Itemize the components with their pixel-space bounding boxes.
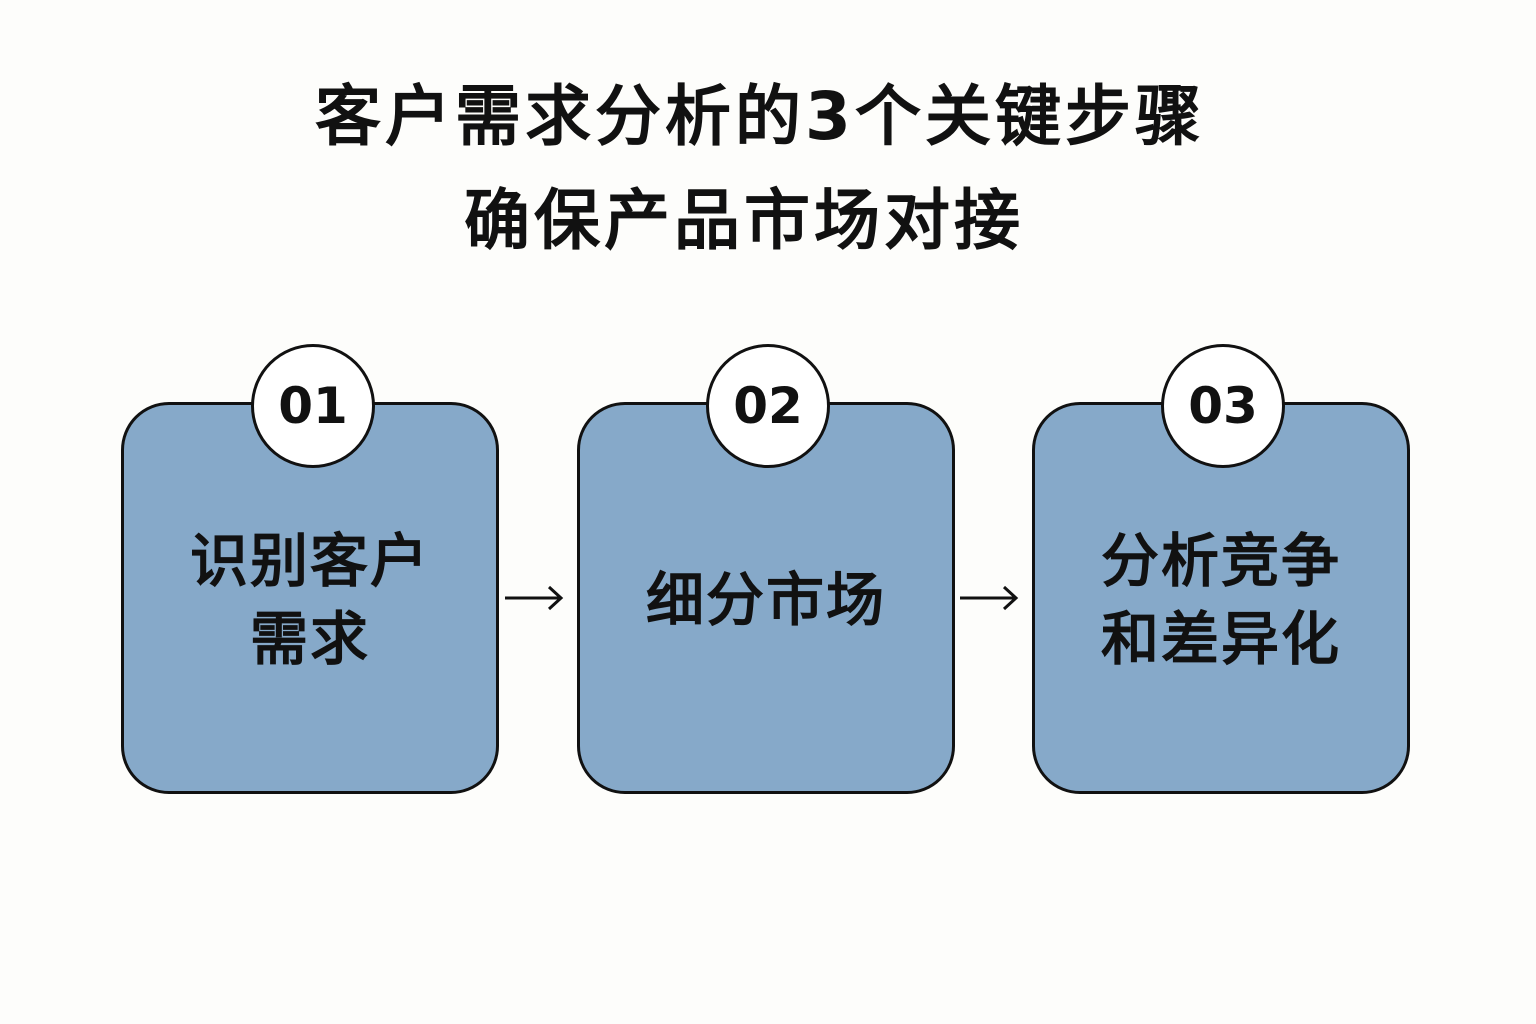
title-line-1: 客户需求分析的3个关键步骤 [315, 78, 1205, 155]
step-1-line-1: 识别客户 [189, 527, 430, 595]
step-2-label: 细分市场 [580, 405, 952, 791]
step-1-number-badge: 01 [251, 344, 375, 468]
step-3-line-1: 分析竞争 [1100, 527, 1341, 595]
step-3-label: 分析竞争和差异化 [1035, 405, 1407, 791]
step-3-number-badge: 03 [1161, 344, 1285, 468]
title-line-2: 确保产品市场对接 [464, 182, 1024, 259]
step-3-line-2: 和差异化 [1100, 605, 1341, 673]
step-1-line-2: 需求 [249, 605, 370, 673]
arrow-right-icon [505, 585, 564, 611]
step-1-label: 识别客户需求 [124, 405, 496, 791]
step-2-number-badge: 02 [706, 344, 830, 468]
arrow-right-icon [960, 585, 1019, 611]
step-2-line-1: 细分市场 [645, 566, 886, 634]
